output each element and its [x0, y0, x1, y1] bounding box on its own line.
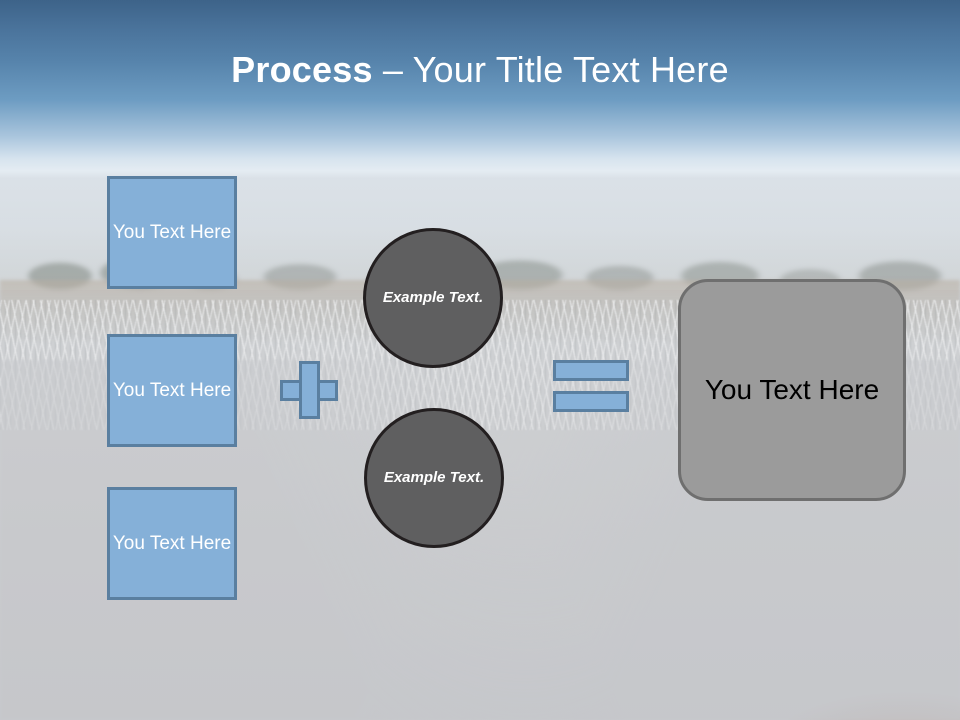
page-title: Process – Your Title Text Here — [0, 48, 960, 92]
input-box-2-label: You Text Here — [112, 379, 232, 401]
example-circle-1-label: Example Text. — [382, 288, 484, 306]
input-box-1[interactable]: You Text Here — [107, 176, 237, 289]
equals-icon-bottom-bar — [553, 391, 629, 412]
page-title-strong: Process — [231, 49, 373, 90]
input-box-3-label: You Text Here — [112, 532, 232, 554]
page-title-rest: – Your Title Text Here — [372, 49, 729, 90]
input-box-1-label: You Text Here — [112, 221, 232, 243]
plus-icon-center-patch — [302, 383, 317, 398]
equals-icon-top-bar — [553, 360, 629, 381]
input-box-3[interactable]: You Text Here — [107, 487, 237, 600]
title-banner — [0, 0, 960, 178]
input-box-2[interactable]: You Text Here — [107, 334, 237, 447]
example-circle-2-label: Example Text. — [383, 468, 485, 486]
result-box-label: You Text Here — [704, 374, 880, 405]
example-circle-2[interactable]: Example Text. — [364, 408, 504, 548]
equals-icon — [553, 360, 629, 412]
plus-icon — [280, 361, 338, 419]
example-circle-1[interactable]: Example Text. — [363, 228, 503, 368]
result-box[interactable]: You Text Here — [678, 279, 906, 501]
